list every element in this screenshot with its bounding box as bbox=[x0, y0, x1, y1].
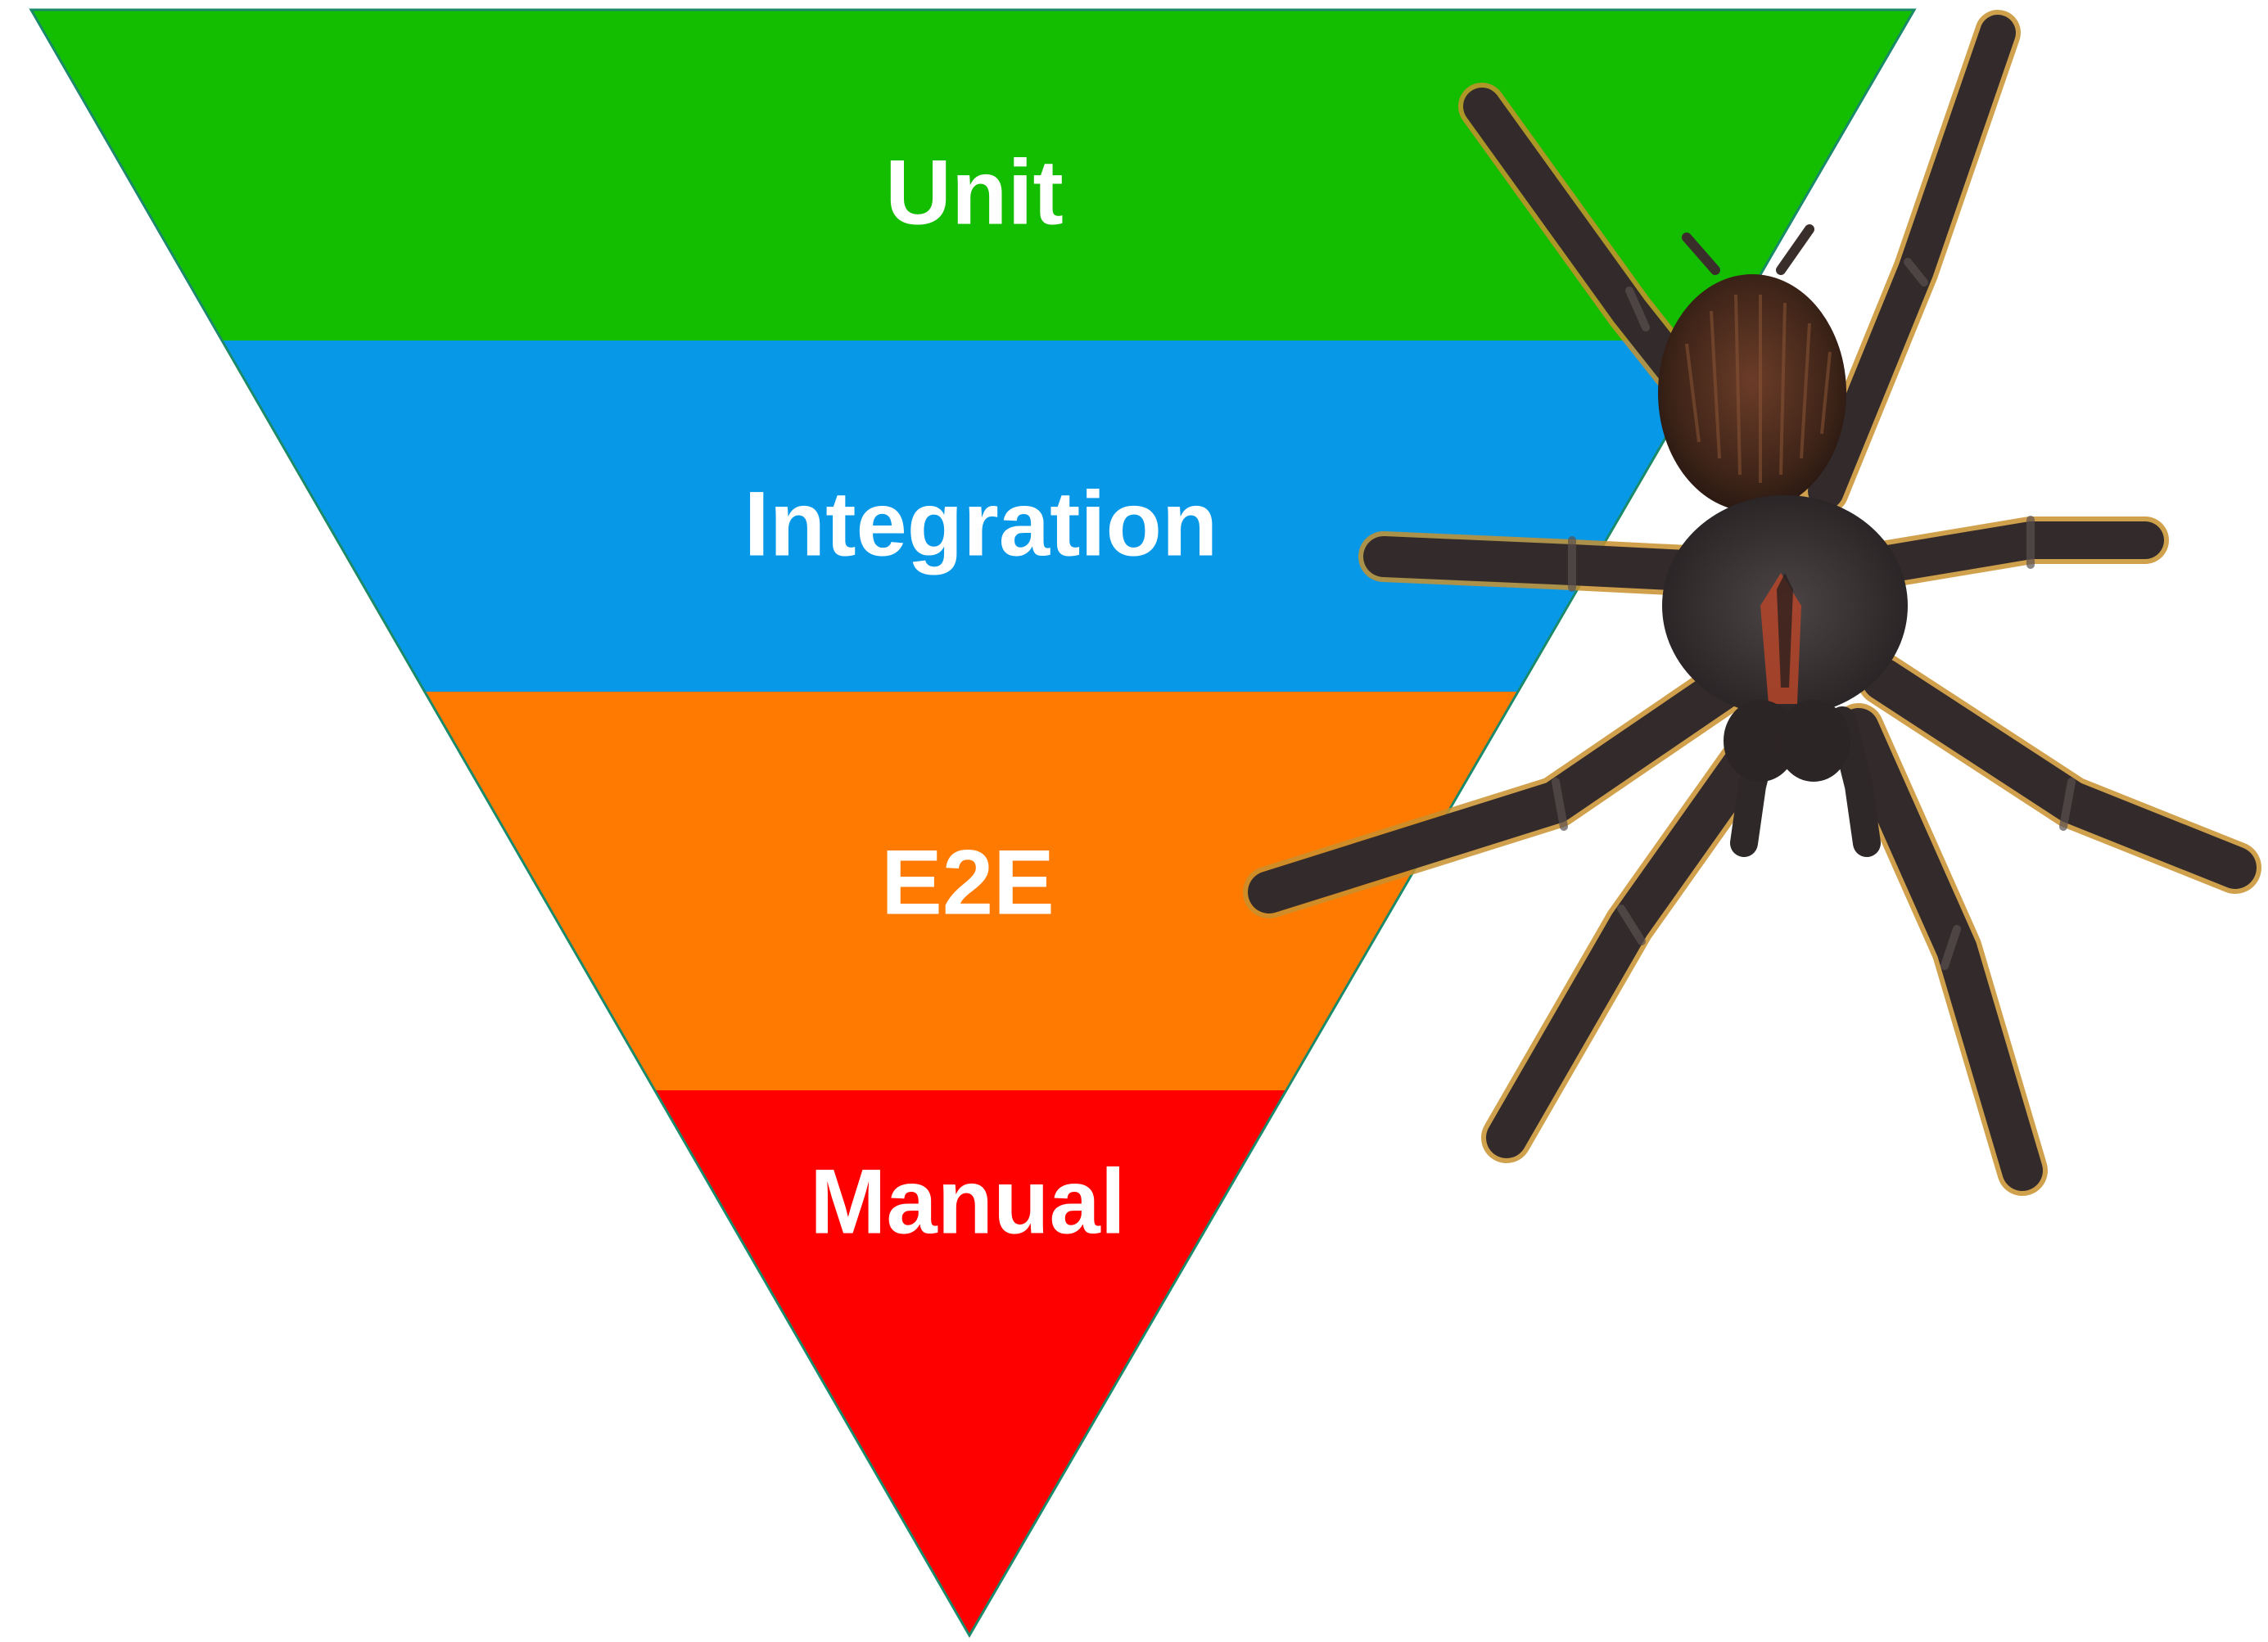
layer-label-unit: Unit bbox=[885, 142, 1064, 244]
pyramid-labels: Unit Integration E2E Manual bbox=[744, 142, 1218, 1253]
tarantula-icon bbox=[1243, 10, 2261, 1196]
layer-label-manual: Manual bbox=[810, 1151, 1126, 1253]
layer-manual bbox=[654, 1090, 1286, 1635]
layer-label-integration: Integration bbox=[744, 473, 1218, 575]
tarantula-abdomen bbox=[1658, 274, 1846, 512]
layer-unit bbox=[31, 10, 1914, 341]
layer-label-e2e: E2E bbox=[881, 832, 1055, 934]
pyramid bbox=[29, 8, 1917, 1638]
layer-integration bbox=[222, 341, 1723, 692]
layer-e2e bbox=[424, 692, 1518, 1090]
leg-mid-right bbox=[1862, 658, 2257, 889]
leg-rear-right bbox=[1838, 708, 2043, 1191]
